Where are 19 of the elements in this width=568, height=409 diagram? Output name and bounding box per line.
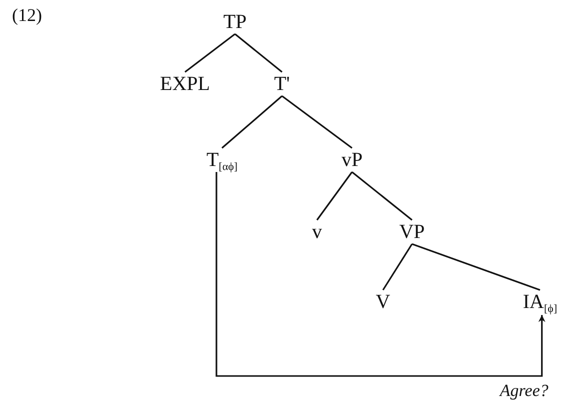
tree-node-label: V [374,290,392,314]
tree-node-label: IA$_{[ϕ]}$ [522,290,558,314]
branch-line [316,172,353,220]
agree-arrow [216,172,546,377]
branch-line [234,33,282,73]
tree-node-label: TP [222,10,248,34]
tree-node-label: T$_{[αϕ]}$ [205,148,239,172]
tree-node-label: VP [398,220,426,244]
branch-line [412,243,540,291]
example-number: (12) [12,5,42,26]
branch-line [352,171,412,221]
branch-line [382,244,413,290]
tree-node-label: T' [273,72,291,96]
branch-line [282,95,352,149]
tree-node-label: vP [340,148,364,172]
tree-node-label: v [311,220,323,244]
branch-line [221,95,283,149]
branch-line [184,33,236,73]
tree-node-label: EXPL [159,72,211,96]
